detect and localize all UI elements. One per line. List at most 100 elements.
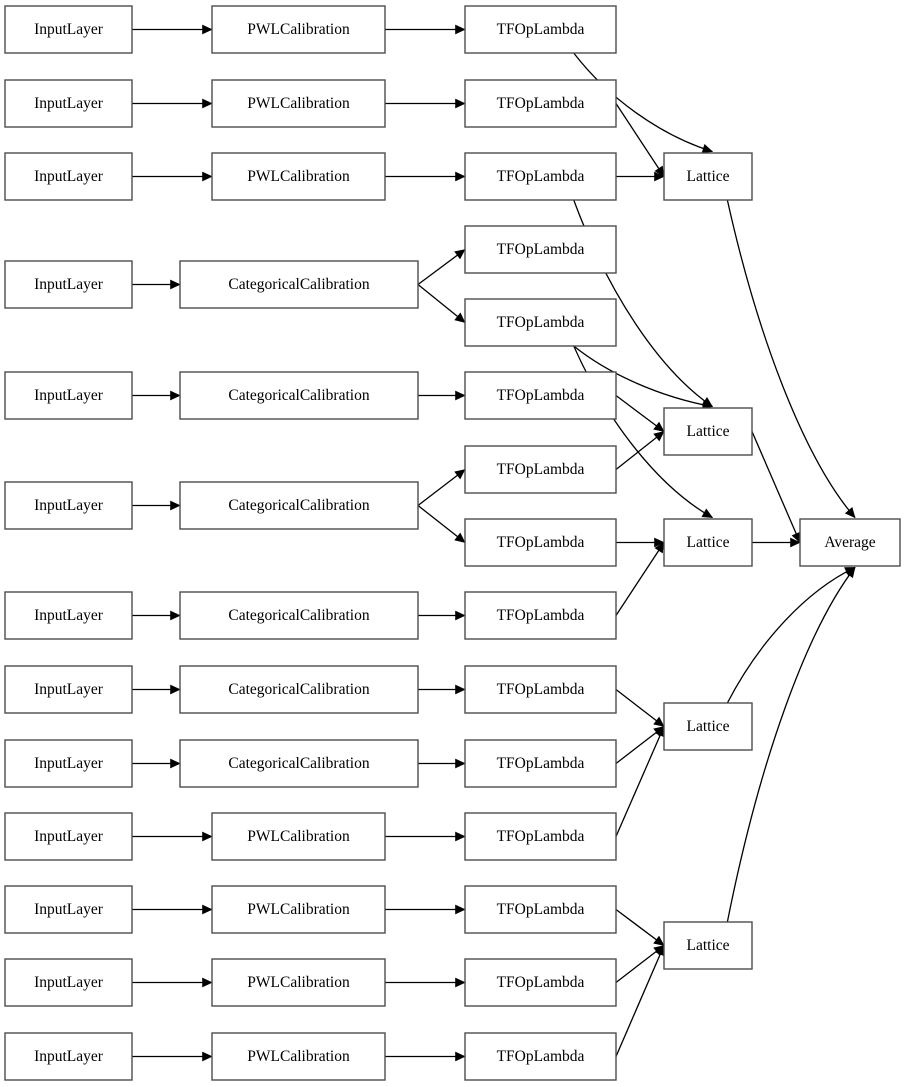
node-pwlcalibration-cal13[interactable]: PWLCalibration <box>211 1032 386 1081</box>
node-lattice-lat1[interactable]: Lattice <box>663 152 753 201</box>
node-box[interactable] <box>663 152 753 201</box>
node-tfoplambda-op4[interactable]: TFOpLambda <box>464 225 617 274</box>
node-box[interactable] <box>464 298 617 347</box>
node-box[interactable] <box>179 260 419 309</box>
node-box[interactable] <box>663 702 753 751</box>
node-tfoplambda-op1[interactable]: TFOpLambda <box>464 5 617 54</box>
node-box[interactable] <box>464 591 617 640</box>
node-box[interactable] <box>464 1032 617 1081</box>
node-box[interactable] <box>211 958 386 1007</box>
node-box[interactable] <box>211 152 386 201</box>
node-box[interactable] <box>211 1032 386 1081</box>
node-inputlayer-in4[interactable]: InputLayer <box>4 260 133 309</box>
node-box[interactable] <box>464 225 617 274</box>
node-categoricalcalibration-cal8[interactable]: CategoricalCalibration <box>179 665 419 714</box>
node-pwlcalibration-cal11[interactable]: PWLCalibration <box>211 885 386 934</box>
node-box[interactable] <box>179 591 419 640</box>
node-box[interactable] <box>663 407 753 456</box>
node-box[interactable] <box>4 739 133 788</box>
node-box[interactable] <box>179 371 419 420</box>
edge-arrowhead-icon <box>455 904 466 915</box>
node-box[interactable] <box>4 665 133 714</box>
node-box[interactable] <box>4 152 133 201</box>
node-box[interactable] <box>4 481 133 530</box>
edge-line <box>417 504 466 544</box>
node-box[interactable] <box>4 812 133 861</box>
node-label: InputLayer <box>34 901 104 918</box>
node-box[interactable] <box>4 958 133 1007</box>
node-inputlayer-in7[interactable]: InputLayer <box>4 591 133 640</box>
node-box[interactable] <box>464 518 617 567</box>
node-box[interactable] <box>663 921 753 970</box>
node-box[interactable] <box>464 5 617 54</box>
node-box[interactable] <box>464 885 617 934</box>
node-inputlayer-in11[interactable]: InputLayer <box>4 885 133 934</box>
node-inputlayer-in12[interactable]: InputLayer <box>4 958 133 1007</box>
node-tfoplambda-op3[interactable]: TFOpLambda <box>464 152 617 201</box>
edge-categoricalcalibration-to-tfoplambda <box>418 610 466 621</box>
node-box[interactable] <box>464 371 617 420</box>
node-pwlcalibration-cal1[interactable]: PWLCalibration <box>211 5 386 54</box>
node-tfoplambda-op8[interactable]: TFOpLambda <box>464 518 617 567</box>
node-tfoplambda-op13[interactable]: TFOpLambda <box>464 885 617 934</box>
node-box[interactable] <box>4 371 133 420</box>
node-box[interactable] <box>211 79 386 128</box>
node-categoricalcalibration-cal9[interactable]: CategoricalCalibration <box>179 739 419 788</box>
node-inputlayer-in10[interactable]: InputLayer <box>4 812 133 861</box>
node-tfoplambda-op12[interactable]: TFOpLambda <box>464 812 617 861</box>
node-box[interactable] <box>4 591 133 640</box>
node-box[interactable] <box>799 518 901 567</box>
node-box[interactable] <box>4 79 133 128</box>
node-box[interactable] <box>464 812 617 861</box>
node-pwlcalibration-cal12[interactable]: PWLCalibration <box>211 958 386 1007</box>
node-box[interactable] <box>663 518 753 567</box>
node-box[interactable] <box>211 812 386 861</box>
node-box[interactable] <box>179 739 419 788</box>
node-box[interactable] <box>464 152 617 201</box>
node-box[interactable] <box>4 5 133 54</box>
node-inputlayer-in13[interactable]: InputLayer <box>4 1032 133 1081</box>
node-box[interactable] <box>211 5 386 54</box>
node-inputlayer-in5[interactable]: InputLayer <box>4 371 133 420</box>
node-lattice-lat4[interactable]: Lattice <box>663 702 753 751</box>
node-inputlayer-in1[interactable]: InputLayer <box>4 5 133 54</box>
node-tfoplambda-op6[interactable]: TFOpLambda <box>464 371 617 420</box>
node-box[interactable] <box>179 665 419 714</box>
node-lattice-lat5[interactable]: Lattice <box>663 921 753 970</box>
node-box[interactable] <box>179 481 419 530</box>
node-inputlayer-in9[interactable]: InputLayer <box>4 739 133 788</box>
node-tfoplambda-op7[interactable]: TFOpLambda <box>464 445 617 494</box>
node-box[interactable] <box>464 739 617 788</box>
node-inputlayer-in6[interactable]: InputLayer <box>4 481 133 530</box>
node-box[interactable] <box>464 79 617 128</box>
node-box[interactable] <box>464 958 617 1007</box>
node-tfoplambda-op11[interactable]: TFOpLambda <box>464 739 617 788</box>
node-lattice-lat3[interactable]: Lattice <box>663 518 753 567</box>
node-pwlcalibration-cal3[interactable]: PWLCalibration <box>211 152 386 201</box>
node-box[interactable] <box>4 260 133 309</box>
node-categoricalcalibration-cal7[interactable]: CategoricalCalibration <box>179 591 419 640</box>
node-label: InputLayer <box>34 276 104 293</box>
node-inputlayer-in2[interactable]: InputLayer <box>4 79 133 128</box>
node-tfoplambda-op14[interactable]: TFOpLambda <box>464 958 617 1007</box>
edge-arrowhead-icon <box>170 390 181 401</box>
node-pwlcalibration-cal2[interactable]: PWLCalibration <box>211 79 386 128</box>
node-categoricalcalibration-cal6[interactable]: CategoricalCalibration <box>179 481 419 530</box>
node-categoricalcalibration-cal4[interactable]: CategoricalCalibration <box>179 260 419 309</box>
node-box[interactable] <box>211 885 386 934</box>
node-inputlayer-in8[interactable]: InputLayer <box>4 665 133 714</box>
node-lattice-lat2[interactable]: Lattice <box>663 407 753 456</box>
node-tfoplambda-op2[interactable]: TFOpLambda <box>464 79 617 128</box>
node-box[interactable] <box>464 445 617 494</box>
node-tfoplambda-op9[interactable]: TFOpLambda <box>464 591 617 640</box>
node-box[interactable] <box>4 1032 133 1081</box>
node-box[interactable] <box>464 665 617 714</box>
node-inputlayer-in3[interactable]: InputLayer <box>4 152 133 201</box>
node-tfoplambda-op5[interactable]: TFOpLambda <box>464 298 617 347</box>
node-categoricalcalibration-cal5[interactable]: CategoricalCalibration <box>179 371 419 420</box>
node-tfoplambda-op15[interactable]: TFOpLambda <box>464 1032 617 1081</box>
node-tfoplambda-op10[interactable]: TFOpLambda <box>464 665 617 714</box>
node-average-avg[interactable]: Average <box>799 518 901 567</box>
node-pwlcalibration-cal10[interactable]: PWLCalibration <box>211 812 386 861</box>
node-box[interactable] <box>4 885 133 934</box>
